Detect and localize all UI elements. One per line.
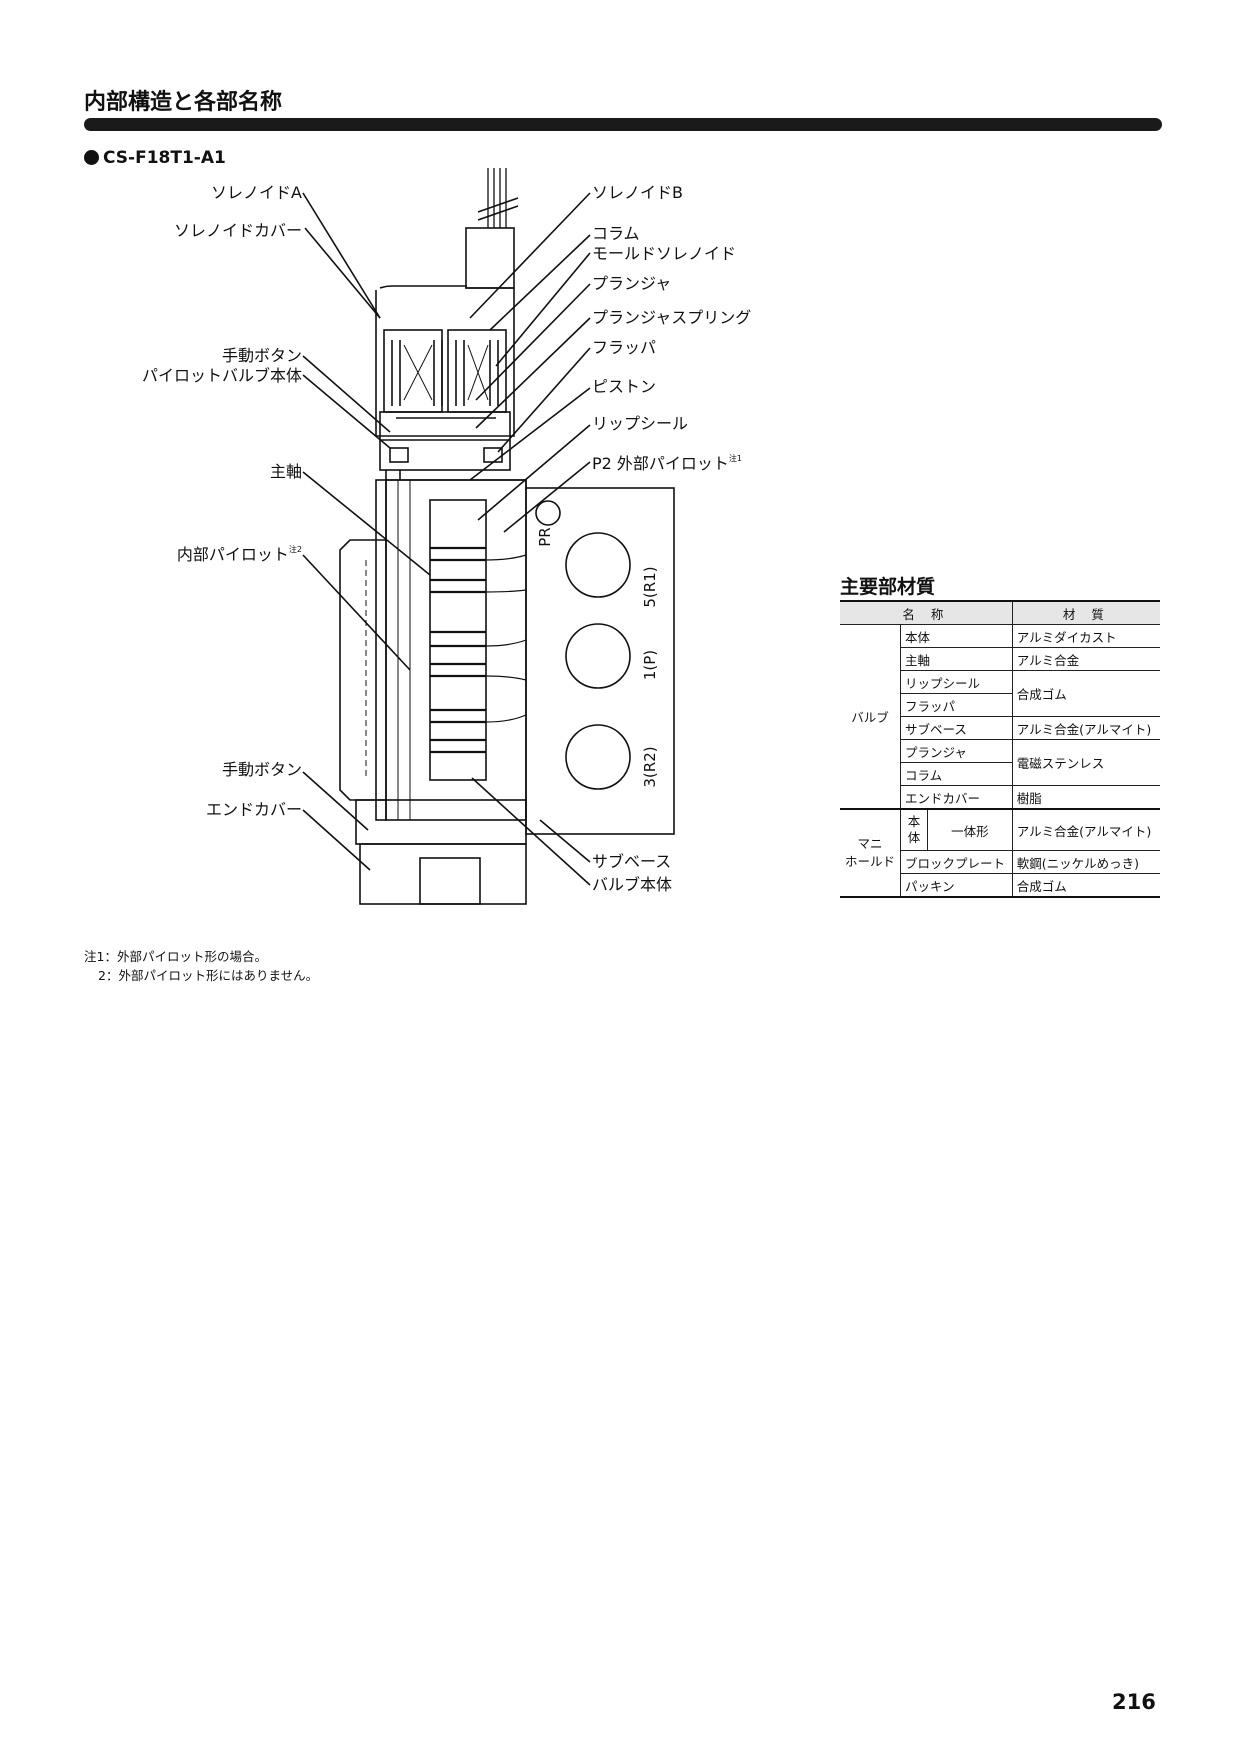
- materials-table: 名 称 材 質 バルブ 本体 アルミダイカスト 主軸 アルミ合金 リップシール …: [840, 600, 1160, 898]
- label-plunger-spring: プランジャスプリング: [592, 308, 752, 327]
- materials-title: 主要部材質: [840, 576, 936, 598]
- note-mark-2: 注2: [288, 545, 302, 554]
- label-pilot-valve-body: パイロットバルブ本体: [141, 366, 302, 385]
- part-cell: ブロックプレート: [900, 850, 1013, 874]
- note-mark-1: 注1: [728, 454, 743, 463]
- material-cell: アルミダイカスト: [1011, 624, 1160, 648]
- bullet-icon: [84, 150, 99, 165]
- part-cell: フラッパ: [900, 693, 1013, 717]
- port-pr: PR: [536, 527, 554, 547]
- part-cell: コラム: [900, 762, 1013, 786]
- material-cell: 軟鋼(ニッケルめっき): [1011, 850, 1160, 874]
- page-title: 内部構造と各部名称: [84, 90, 283, 115]
- page-number: 216: [1112, 1690, 1156, 1714]
- table-row: ブロックプレート 軟鋼(ニッケルめっき): [840, 850, 1160, 874]
- material-cell: アルミ合金(アルマイト): [1011, 716, 1160, 740]
- part-sub-cell: 一体形: [927, 808, 1013, 851]
- part-cell: 本体: [900, 624, 1013, 648]
- part-cell: サブベース: [900, 716, 1013, 740]
- label-solenoid-cover: ソレノイドカバー: [173, 221, 302, 240]
- part-cell: パッキン: [900, 873, 1013, 898]
- label-piston: ピストン: [592, 377, 657, 396]
- port-3-r2: 3(R2): [641, 746, 659, 788]
- header-name: 名 称: [840, 600, 1013, 625]
- label-valve-body: バルブ本体: [592, 875, 673, 894]
- label-internal-pilot-text: 内部パイロット: [176, 545, 289, 564]
- label-plunger: プランジャ: [592, 274, 672, 293]
- model-heading: CS-F18T1-A1: [84, 148, 226, 168]
- table-row: マニホールド 本体 一体形 アルミ合金(アルマイト): [840, 808, 1160, 898]
- label-molded-solenoid: モールドソレノイド: [592, 244, 737, 263]
- note-1: 注1：外部パイロット形の場合。: [84, 949, 267, 964]
- group-manifold-line1: マニ: [857, 836, 883, 851]
- label-internal-pilot: 内部パイロット注2: [140, 540, 302, 565]
- material-cell: アルミ合金(アルマイト): [1011, 808, 1160, 851]
- label-main-spool: 主軸: [269, 462, 302, 481]
- material-cell: 電磁ステンレス: [1011, 739, 1160, 786]
- part-cell: プランジャ: [900, 739, 1013, 763]
- label-manual-button-lower: 手動ボタン: [221, 760, 302, 779]
- notes: 注1：外部パイロット形の場合。 2：外部パイロット形にはありません。: [84, 947, 318, 985]
- header-material: 材 質: [1011, 600, 1160, 625]
- table-row: コラム: [840, 762, 1160, 786]
- group-manifold: マニホールド: [840, 808, 901, 898]
- part-cell: 主軸: [900, 647, 1013, 671]
- part-cell: リップシール: [900, 670, 1013, 694]
- label-end-cover: エンドカバー: [205, 800, 302, 819]
- label-sub-base: サブベース: [592, 852, 672, 871]
- group-valve: バルブ: [840, 624, 901, 810]
- port-1-p: 1(P): [641, 649, 659, 681]
- label-solenoid-b: ソレノイドB: [592, 183, 683, 202]
- material-cell: アルミ合金: [1011, 647, 1160, 671]
- table-row: フラッパ: [840, 693, 1160, 717]
- label-flapper: フラッパ: [592, 338, 657, 357]
- label-manual-button-upper: 手動ボタン: [221, 346, 302, 365]
- label-lip-seal: リップシール: [592, 414, 689, 433]
- valve-cross-section-diagram: [302, 168, 675, 905]
- material-cell: 合成ゴム: [1011, 873, 1160, 898]
- label-external-pilot: P2 外部パイロット注1: [592, 449, 742, 474]
- material-cell: 樹脂: [1011, 785, 1160, 810]
- material-cell: 合成ゴム: [1011, 670, 1160, 717]
- table-row: エンドカバー 樹脂: [840, 785, 1160, 810]
- part-cell: エンドカバー: [900, 785, 1013, 810]
- title-rule: [84, 118, 1162, 131]
- label-solenoid-a: ソレノイドA: [211, 183, 302, 202]
- port-5-r1: 5(R1): [641, 566, 659, 608]
- table-row: プランジャ 電磁ステンレス: [840, 739, 1160, 786]
- group-manifold-line2: ホールド: [844, 854, 895, 869]
- table-header-row: 名 称 材 質: [840, 600, 1160, 625]
- table-row: バルブ 本体 アルミダイカスト: [840, 624, 1160, 810]
- note-2: 2：外部パイロット形にはありません。: [98, 968, 319, 983]
- part-main-cell: 本体: [900, 808, 928, 851]
- table-row: パッキン 合成ゴム: [840, 873, 1160, 898]
- table-row: サブベース アルミ合金(アルマイト): [840, 716, 1160, 740]
- label-column: コラム: [592, 224, 640, 243]
- model-name: CS-F18T1-A1: [103, 148, 226, 168]
- table-row: 主軸 アルミ合金: [840, 647, 1160, 671]
- label-external-pilot-text: P2 外部パイロット: [592, 454, 729, 473]
